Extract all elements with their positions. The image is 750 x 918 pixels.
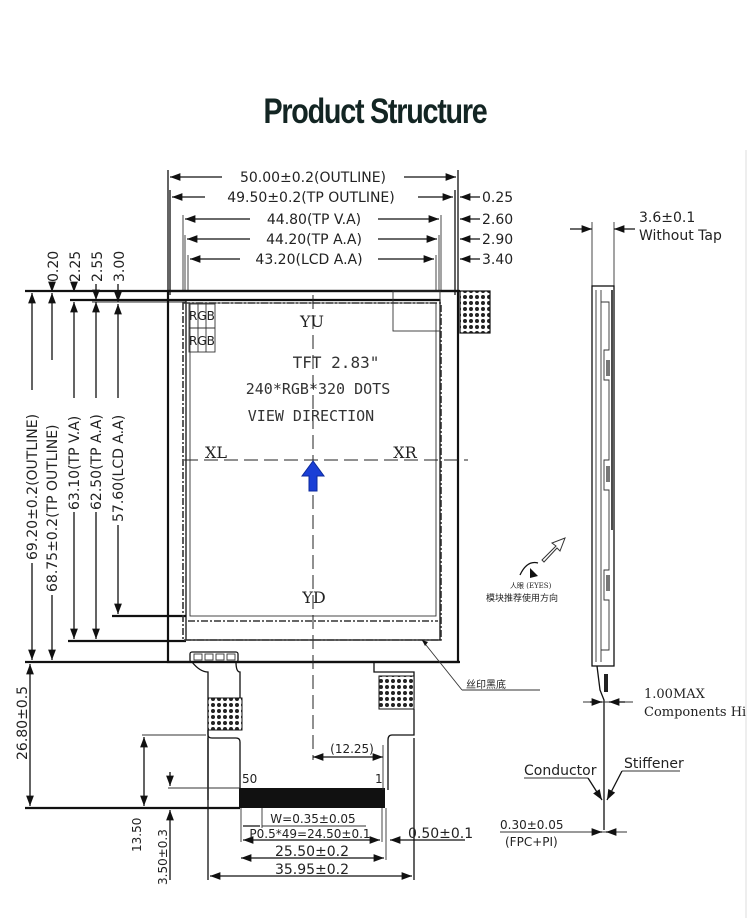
label-xl: XL bbox=[205, 443, 227, 462]
left-dimension-lines bbox=[28, 293, 122, 660]
eye-view-icon bbox=[519, 537, 566, 578]
width-label: W=0.35±0.05 bbox=[270, 812, 355, 826]
dim-right-offset-3: 3.40 bbox=[482, 252, 513, 268]
pitch-dimension-lines bbox=[210, 808, 465, 880]
contact-pads bbox=[239, 788, 385, 808]
dim-tp-outline-height: 68.75±0.2(TP OUTLINE) bbox=[45, 424, 61, 592]
left-offset-1: 2.25 bbox=[68, 251, 84, 282]
left-offset-2: 2.55 bbox=[90, 251, 106, 282]
dim-right-offset-2: 2.90 bbox=[482, 232, 513, 248]
dim-right-offset-0: 0.25 bbox=[482, 190, 513, 206]
fpc-thickness-note: (FPC+PI) bbox=[505, 835, 558, 849]
dim-tp-aa-height: 62.50(TP A.A) bbox=[89, 414, 105, 510]
module-outline bbox=[166, 289, 491, 664]
stiffener-label: Stiffener bbox=[624, 756, 684, 772]
dim-lcd-aa-width: 43.20(LCD A.A) bbox=[255, 252, 362, 268]
page-title: Product Structure bbox=[263, 92, 487, 131]
rgb-label-1: RGB bbox=[189, 309, 215, 323]
tft-size-label: TFT 2.83" bbox=[293, 353, 380, 372]
pin-1-label: 1 bbox=[375, 772, 383, 786]
dim-tp-outline-width: 49.50±0.2(TP OUTLINE) bbox=[227, 190, 395, 206]
pitch-label: P0.5*49=24.50±0.1 bbox=[249, 827, 370, 841]
dim-tp-va-width: 44.80(TP V.A) bbox=[267, 212, 361, 228]
conductor-label: Conductor bbox=[524, 763, 597, 779]
silkscreen-label: 丝印黑底 bbox=[466, 678, 506, 691]
offset-label: (12.25) bbox=[330, 742, 374, 756]
dim-outline-width: 50.00±0.2(OUTLINE) bbox=[240, 170, 386, 186]
components-max-label: 1.00MAX bbox=[644, 687, 706, 702]
hatched-pad bbox=[459, 290, 491, 334]
rgb-label-2: RGB bbox=[189, 334, 215, 348]
label-xr: XR bbox=[393, 443, 417, 462]
dim-outline-height: 69.20±0.2(OUTLINE) bbox=[25, 414, 41, 560]
top-dimension-lines bbox=[167, 170, 480, 295]
fpc-height-dimension-lines bbox=[25, 664, 240, 880]
fpc-h2-label: 3.50±0.3 bbox=[156, 829, 170, 885]
dim-tp-va-height: 63.10(TP V.A) bbox=[67, 416, 83, 510]
fpc-connectors bbox=[189, 651, 415, 880]
side-view bbox=[500, 222, 680, 836]
fpc-thickness-label: 0.30±0.05 bbox=[500, 818, 564, 832]
left-offset-3: 3.00 bbox=[112, 251, 128, 282]
tail-length-label: 26.80±0.5 bbox=[15, 686, 31, 760]
recommended-direction-label: 模块推荐使用方向 bbox=[486, 592, 558, 604]
rgb-pixel-grid bbox=[188, 303, 216, 353]
eyes-label: 人眼 (EYES) bbox=[510, 582, 552, 590]
dim-right-offset-1: 2.60 bbox=[482, 212, 513, 228]
pin-50-label: 50 bbox=[242, 772, 257, 786]
side-thickness-label: 3.6±0.1 bbox=[639, 210, 695, 226]
fpc-h1-label: 13.50 bbox=[130, 818, 144, 852]
components-note: Components Hi bbox=[644, 705, 746, 720]
silkscreen-leader bbox=[421, 639, 540, 691]
edge-label: 0.50±0.1 bbox=[408, 826, 473, 842]
resolution-label: 240*RGB*320 DOTS bbox=[246, 380, 391, 398]
label-yu: YU bbox=[299, 312, 324, 331]
label-yd: YD bbox=[301, 588, 325, 607]
left-offset-0: 0.20 bbox=[46, 251, 62, 282]
side-thickness-note: Without Tap bbox=[639, 228, 722, 244]
view-direction-arrow-icon bbox=[301, 460, 325, 492]
dim-tp-aa-width: 44.20(TP A.A) bbox=[266, 232, 362, 248]
contact-width-label: 25.50±0.2 bbox=[275, 844, 349, 860]
fpc-width-label: 35.95±0.2 bbox=[275, 862, 349, 878]
view-direction-label: VIEW DIRECTION bbox=[248, 407, 374, 425]
dim-lcd-aa-height: 57.60(LCD A.A) bbox=[111, 415, 127, 522]
